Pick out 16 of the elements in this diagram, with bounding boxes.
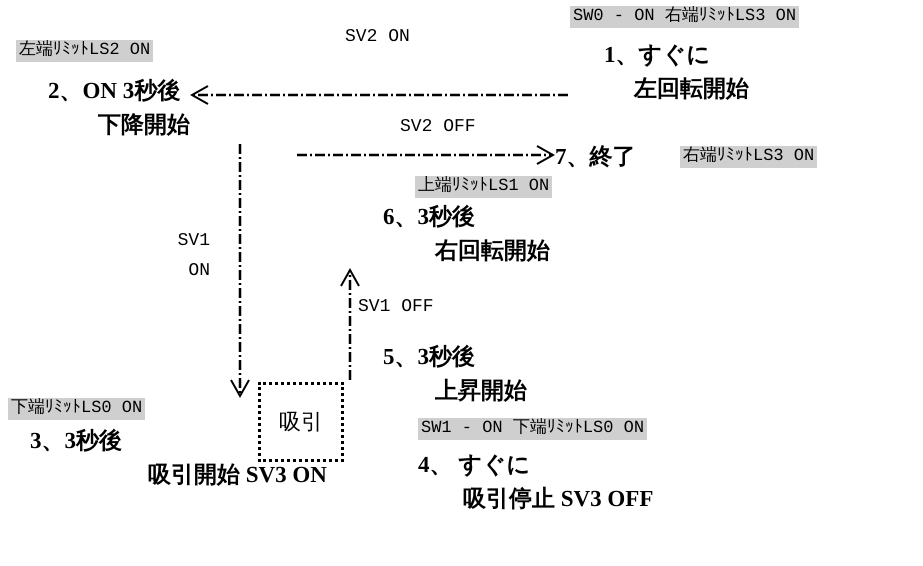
step-text: 7、終了 xyxy=(555,143,636,171)
arrow xyxy=(297,145,554,165)
condition-label: 下端ﾘﾐｯﾄLS0 ON xyxy=(8,398,146,420)
condition-label: 右端ﾘﾐｯﾄLS3 ON xyxy=(680,146,818,168)
condition-label: 上端ﾘﾐｯﾄLS1 ON xyxy=(415,176,552,198)
step-text: 6、3秒後右回転開始 xyxy=(383,203,550,265)
step-text: 1、すぐに左回転開始 xyxy=(604,41,749,103)
arrow xyxy=(340,269,360,380)
condition-label: SW1 - ON 下端ﾘﾐｯﾄLS0 ON xyxy=(418,418,648,440)
step-text: 4、 すぐに吸引停止 SV3 OFF xyxy=(418,451,654,513)
arrow xyxy=(230,144,250,397)
arrow xyxy=(191,85,568,105)
step-text: 5、3秒後上昇開始 xyxy=(383,343,527,405)
step-text: 2、ON 3秒後下降開始 xyxy=(48,77,190,139)
condition-label: 左端ﾘﾐｯﾄLS2 ON xyxy=(16,40,154,62)
condition-label: SW0 - ON 右端ﾘﾐｯﾄLS3 ON xyxy=(570,6,800,28)
